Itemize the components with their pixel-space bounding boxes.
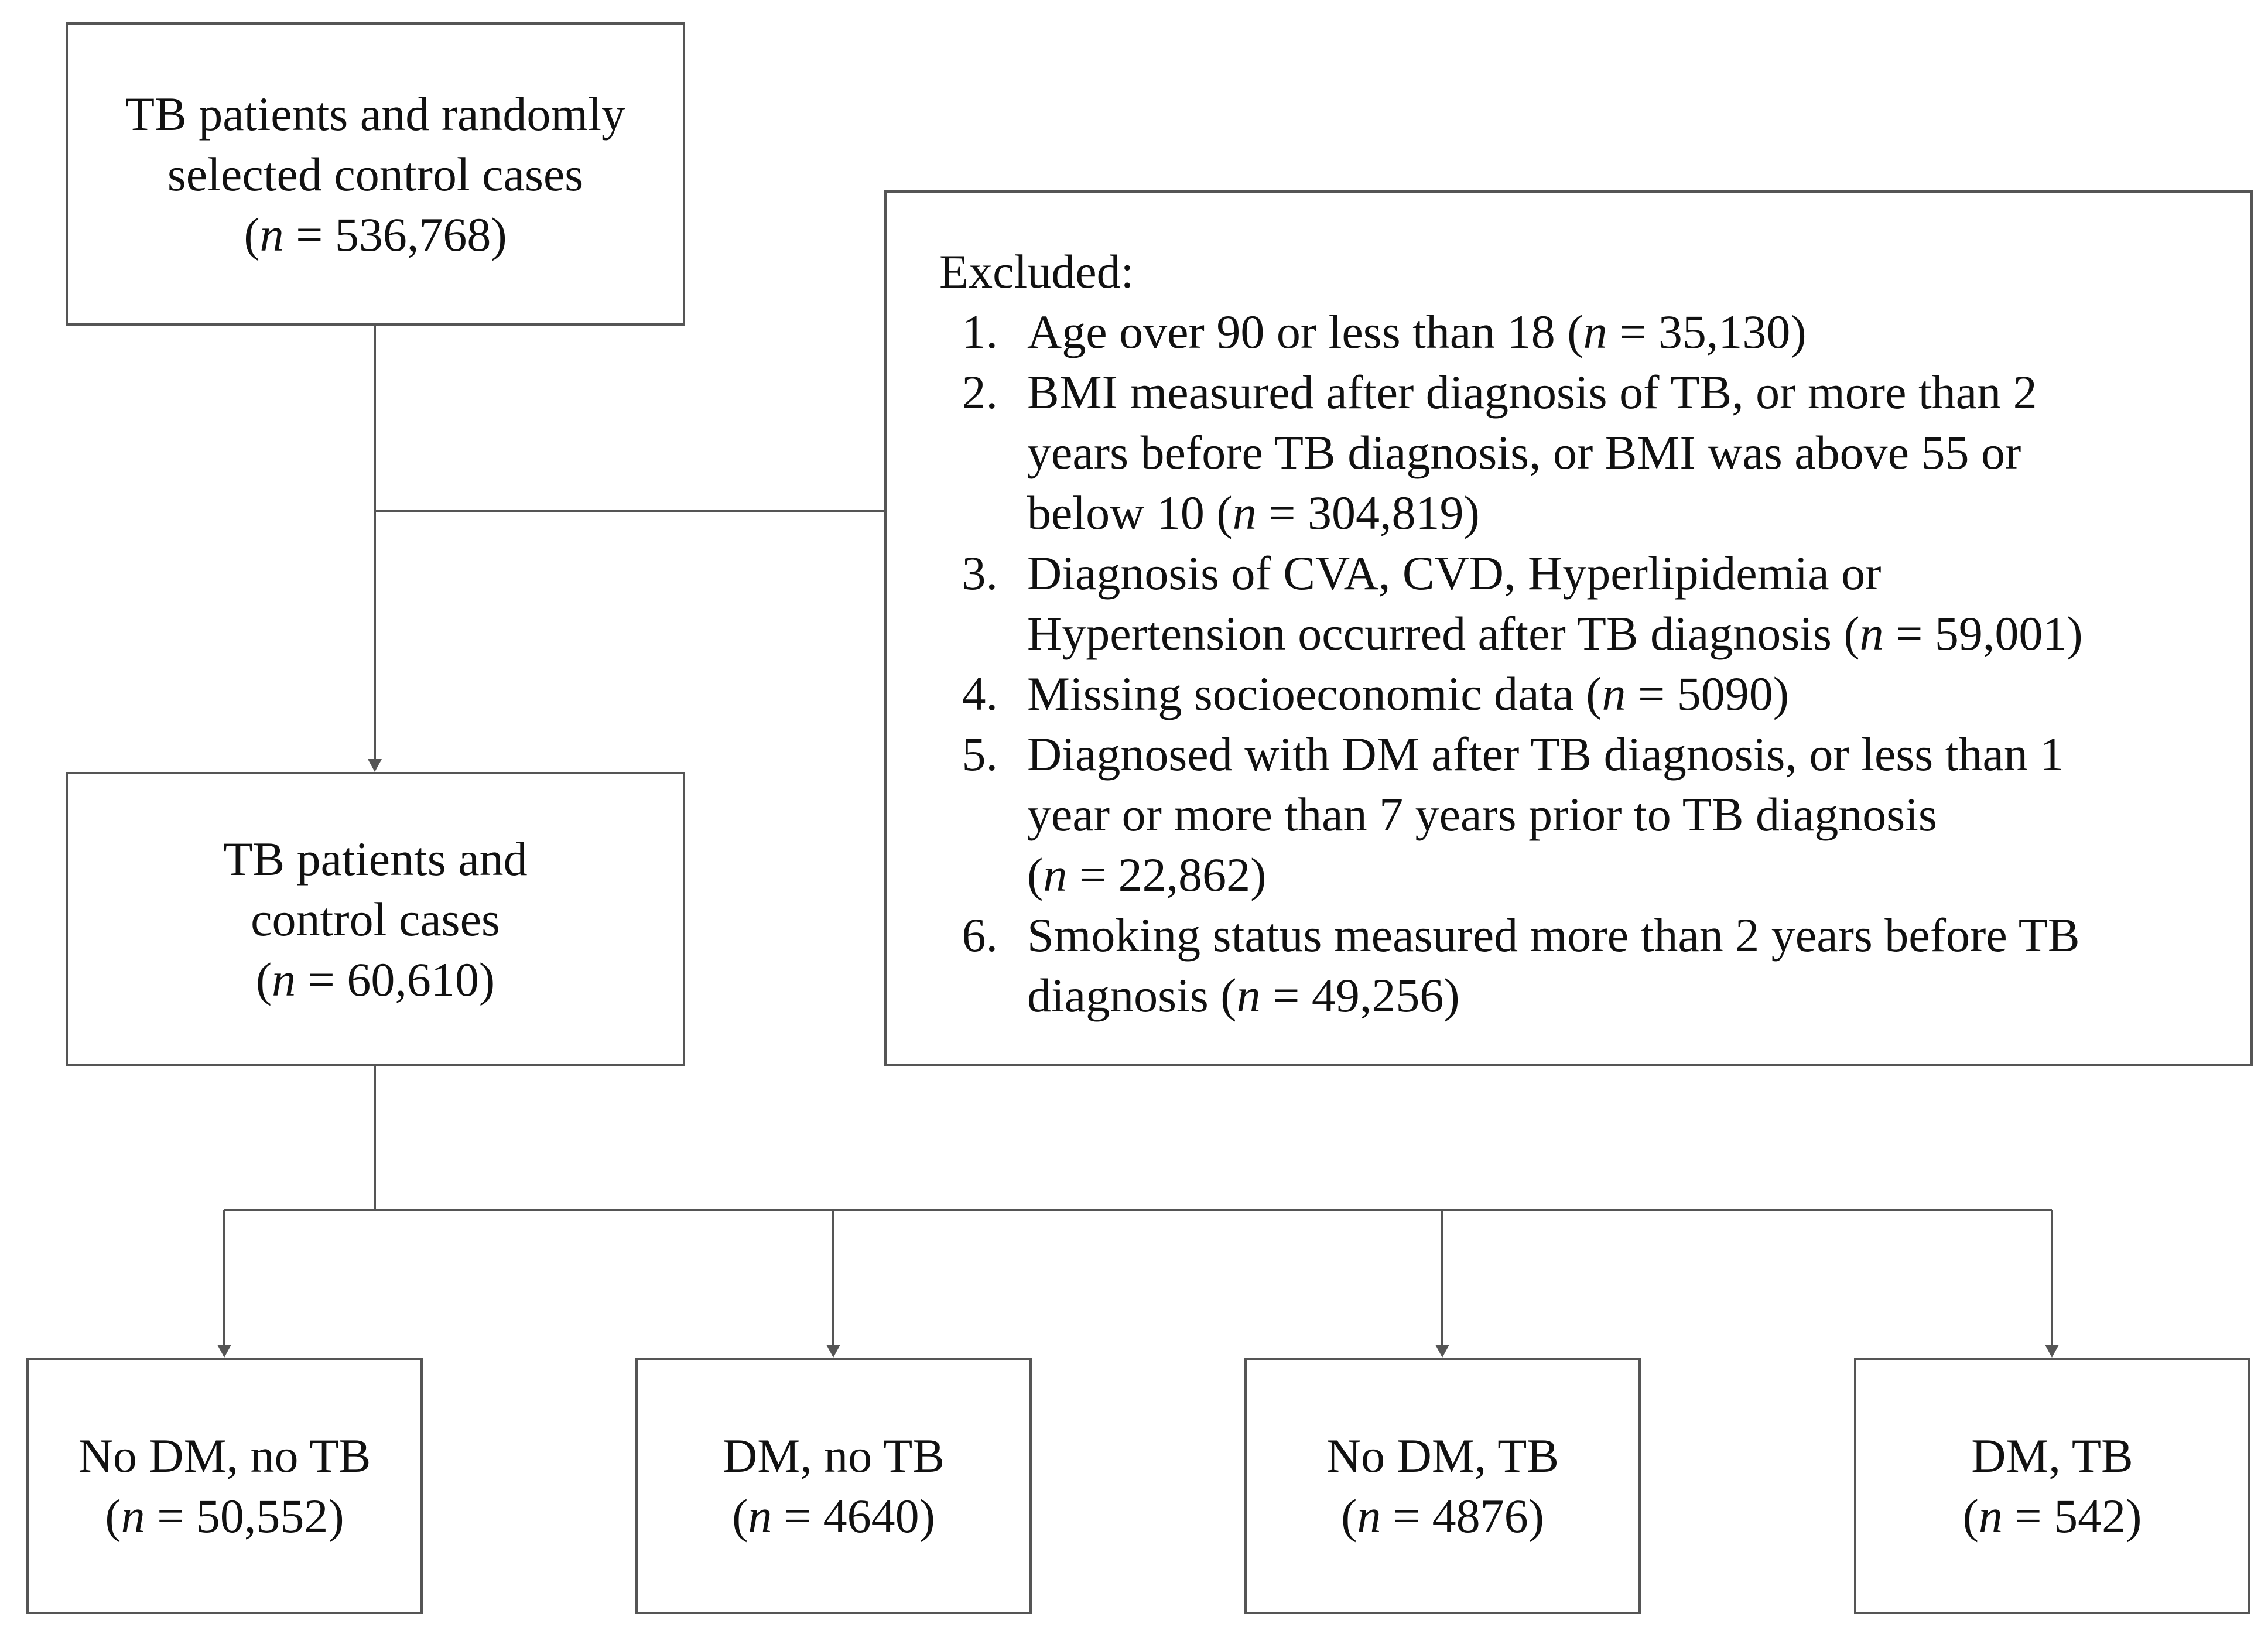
n-symbol: n	[1978, 1489, 2003, 1543]
group-box-no-dm-no-tb: No DM, no TB (n = 50,552)	[26, 1358, 423, 1614]
n-symbol: n	[748, 1489, 772, 1543]
n-symbol: n	[1859, 607, 1884, 660]
excluded-item-text: Age over 90 or less than 18 (n = 35,130)	[1027, 302, 1807, 362]
group-label: DM, no TB	[723, 1429, 945, 1482]
excluded-item-number: 1.	[962, 305, 998, 358]
excluded-item-number: 5.	[962, 727, 998, 781]
arrowhead-group-3	[1435, 1345, 1449, 1358]
excluded-criteria-box: Excluded: 1. Age over 90 or less than 18 …	[884, 190, 2253, 1066]
group-n-value: 4640	[823, 1489, 919, 1543]
group-label: No DM, TB	[1326, 1429, 1559, 1482]
top-box-line-2: selected control cases	[167, 147, 584, 201]
excluded-item-text: BMI measured after diagnosis of TB, or m…	[1027, 362, 2037, 543]
excluded-item-line: year or more than 7 years prior to TB di…	[1027, 788, 1937, 841]
excluded-item-number: 6.	[962, 908, 998, 962]
excluded-item-n-value: 35,130	[1658, 305, 1791, 358]
excluded-item-5: 5. Diagnosed with DM after TB diagnosis, …	[939, 724, 2083, 905]
excluded-item-4: 4. Missing socioeconomic data (n = 5090)	[939, 664, 2083, 724]
excluded-item-line: Smoking status measured more than 2 year…	[1027, 908, 2080, 962]
n-symbol: n	[272, 952, 296, 1006]
excluded-list: 1. Age over 90 or less than 18 (n = 35,13…	[939, 302, 2083, 1026]
excluded-item-line: Missing socioeconomic data (n = 5090)	[1027, 667, 1790, 720]
excluded-item-6: 6. Smoking status measured more than 2 ye…	[939, 905, 2083, 1026]
excluded-item-line-text: (	[1027, 848, 1044, 901]
excluded-item-3: 3. Diagnosis of CVA, CVD, Hyperlipidemia …	[939, 543, 2083, 664]
excluded-item-text: Smoking status measured more than 2 year…	[1027, 905, 2080, 1026]
excluded-item-n-value: 5090	[1677, 667, 1773, 720]
n-symbol: n	[1357, 1489, 1381, 1543]
group-n-value: 50,552	[196, 1489, 329, 1543]
arrowhead-middle	[368, 759, 382, 772]
n-symbol: n	[1043, 848, 1068, 901]
n-symbol: n	[1583, 305, 1607, 358]
excluded-item-line-text: below 10 (	[1027, 486, 1233, 539]
top-box-count: (n = 536,768)	[244, 207, 507, 261]
n-symbol: n	[121, 1489, 145, 1543]
group-box-dm-no-tb: DM, no TB (n = 4640)	[635, 1358, 1032, 1614]
middle-box-line-2: control cases	[251, 892, 500, 946]
excluded-item-line: below 10 (n = 304,819)	[1027, 486, 1480, 539]
n-symbol: n	[1602, 667, 1626, 720]
middle-box-n-value: 60,610	[347, 952, 479, 1006]
group-box-no-dm-tb: No DM, TB (n = 4876)	[1244, 1358, 1641, 1614]
excluded-item-line: Age over 90 or less than 18 (n = 35,130)	[1027, 305, 1807, 358]
excluded-item-1: 1. Age over 90 or less than 18 (n = 35,13…	[939, 302, 2083, 362]
group-count: (n = 4640)	[732, 1489, 935, 1543]
excluded-item-line: Diagnosed with DM after TB diagnosis, or…	[1027, 727, 2064, 781]
group-n-value: 542	[2054, 1489, 2126, 1543]
group-count: (n = 4876)	[1341, 1489, 1544, 1543]
arrowhead-group-2	[826, 1345, 840, 1358]
excluded-item-line-text: Age over 90 or less than 18 (	[1027, 305, 1583, 358]
excluded-item-line: Diagnosis of CVA, CVD, Hyperlipidemia or	[1027, 546, 1882, 600]
n-symbol: n	[259, 207, 284, 261]
group-count: (n = 50,552)	[105, 1489, 344, 1543]
excluded-item-text: Diagnosed with DM after TB diagnosis, or…	[1027, 724, 2064, 905]
group-count: (n = 542)	[1962, 1489, 2142, 1543]
excluded-item-2: 2. BMI measured after diagnosis of TB, or…	[939, 362, 2083, 543]
excluded-item-line: (n = 22,862)	[1027, 848, 1267, 901]
excluded-item-line: Hypertension occurred after TB diagnosis…	[1027, 607, 2083, 660]
excluded-item-text: Diagnosis of CVA, CVD, Hyperlipidemia or…	[1027, 543, 2083, 664]
middle-box-line-1: TB patients and	[223, 832, 528, 886]
group-box-dm-tb: DM, TB (n = 542)	[1854, 1358, 2250, 1614]
n-symbol: n	[1232, 486, 1257, 539]
excluded-item-line: diagnosis (n = 49,256)	[1027, 969, 1460, 1022]
excluded-item-line-text: diagnosis (	[1027, 969, 1237, 1022]
excluded-item-n-value: 22,862	[1118, 848, 1251, 901]
middle-box-included-cohort: TB patients and control cases (n = 60,61…	[66, 772, 685, 1066]
arrowhead-group-1	[217, 1345, 231, 1358]
top-box-line-1: TB patients and randomly	[125, 87, 625, 141]
group-label: DM, TB	[1971, 1429, 2133, 1482]
excluded-item-n-value: 49,256	[1311, 969, 1444, 1022]
middle-box-count: (n = 60,610)	[255, 952, 495, 1006]
excluded-title: Excluded:	[939, 245, 1134, 298]
top-box-initial-cohort: TB patients and randomly selected contro…	[66, 22, 685, 326]
excluded-item-line-text: Hypertension occurred after TB diagnosis…	[1027, 607, 1860, 660]
excluded-item-n-value: 59,001	[1934, 607, 2067, 660]
group-n-value: 4876	[1432, 1489, 1528, 1543]
arrowhead-group-4	[2045, 1345, 2059, 1358]
excluded-item-number: 3.	[962, 546, 998, 600]
excluded-item-number: 4.	[962, 667, 998, 720]
group-label: No DM, no TB	[78, 1429, 371, 1482]
excluded-item-line: years before TB diagnosis, or BMI was ab…	[1027, 426, 2021, 479]
excluded-item-line: BMI measured after diagnosis of TB, or m…	[1027, 365, 2037, 419]
excluded-item-number: 2.	[962, 365, 998, 419]
excluded-item-n-value: 304,819	[1307, 486, 1464, 539]
n-symbol: n	[1236, 969, 1261, 1022]
top-box-n-value: 536,768	[334, 207, 491, 261]
excluded-item-line-text: Missing socioeconomic data (	[1027, 667, 1602, 720]
excluded-item-text: Missing socioeconomic data (n = 5090)	[1027, 664, 1789, 724]
